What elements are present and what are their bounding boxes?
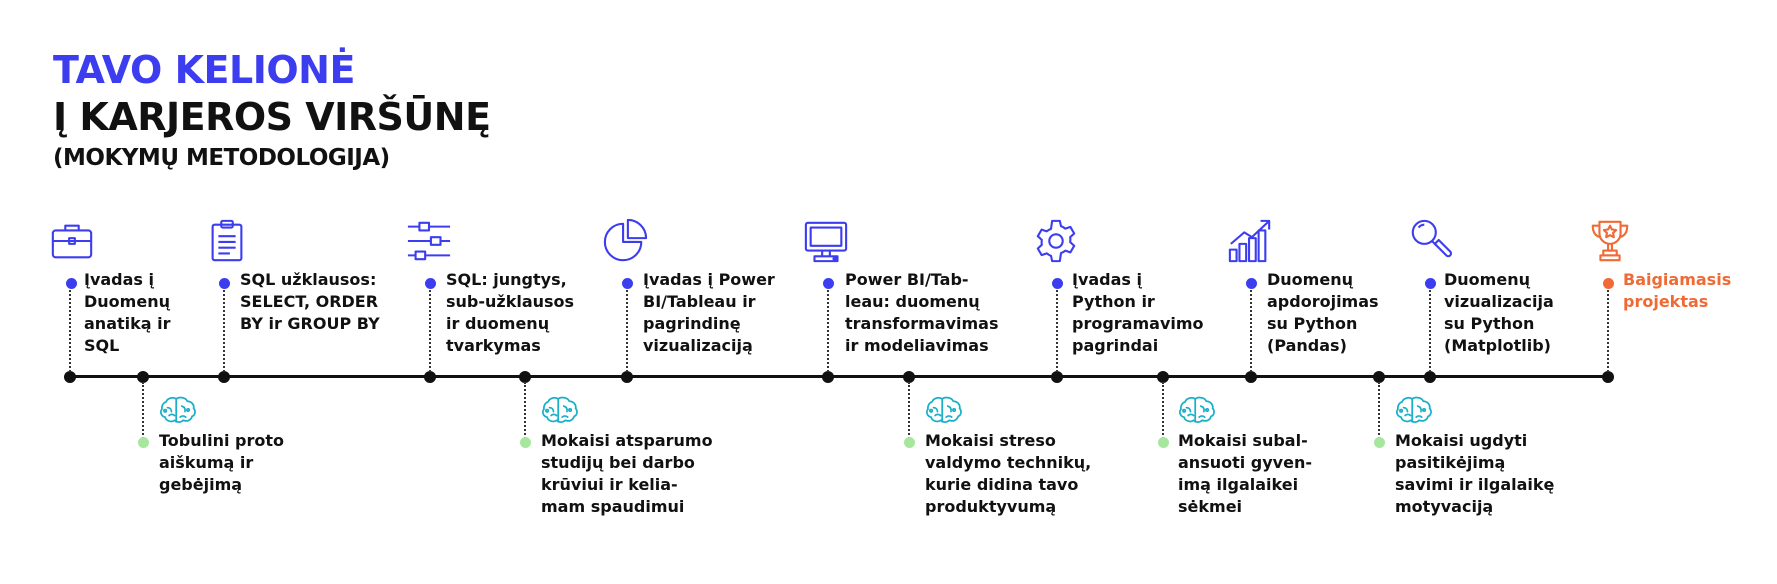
step-connector — [69, 290, 71, 372]
skill-connector — [1162, 382, 1164, 439]
timeline-node — [519, 371, 531, 383]
sliders-icon — [406, 218, 452, 264]
timeline-node — [1373, 371, 1385, 383]
step-label: Duomenų vizualizacija su Python (Matplot… — [1444, 270, 1554, 355]
magnifier-icon — [1408, 218, 1454, 264]
skill-bullet — [520, 437, 531, 448]
clipboard-icon — [204, 218, 250, 264]
step-connector — [223, 290, 225, 372]
trophy-icon — [1587, 218, 1633, 264]
title-line-1: TAVO KELIONĖ — [53, 48, 355, 92]
skill-label: Mokaisi streso valdymo technikų, kurie d… — [925, 431, 1092, 516]
timeline-node — [1602, 371, 1614, 383]
brain-icon — [1394, 394, 1432, 426]
step-bullet — [1052, 278, 1063, 289]
step-bullet — [219, 278, 230, 289]
step-connector — [1607, 290, 1609, 372]
step-connector — [429, 290, 431, 372]
skill-label: Mokaisi atsparumo studijų bei darbo krūv… — [541, 431, 713, 516]
step-bullet — [66, 278, 77, 289]
step-bullet — [425, 278, 436, 289]
gear-icon — [1033, 218, 1079, 264]
timeline-node — [903, 371, 915, 383]
brain-icon — [158, 394, 196, 426]
title-line-2: Į KARJEROS VIRŠŪNĘ — [53, 95, 491, 139]
skill-connector — [524, 382, 526, 439]
timeline-node — [1157, 371, 1169, 383]
timeline-node — [218, 371, 230, 383]
timeline-node — [621, 371, 633, 383]
step-label: Įvadas į Python ir programavimo pagrinda… — [1072, 270, 1204, 355]
final-step-bullet — [1603, 278, 1614, 289]
skill-label: Tobulini proto aiškumą ir gebėjimą — [159, 431, 285, 494]
monitor-icon — [803, 218, 849, 264]
skill-label: Mokaisi subal- ansuoti gyven- imą ilgala… — [1178, 431, 1312, 516]
step-connector — [1429, 290, 1431, 372]
timeline-node — [64, 371, 76, 383]
timeline-line — [70, 375, 1608, 378]
pie-chart-icon — [602, 218, 648, 264]
growth-chart-icon — [1227, 218, 1273, 264]
skill-bullet — [904, 437, 915, 448]
step-bullet — [622, 278, 633, 289]
skill-connector — [142, 382, 144, 439]
step-connector — [827, 290, 829, 372]
final-step-label: Baigiamasis projektas — [1623, 270, 1732, 311]
step-bullet — [1246, 278, 1257, 289]
step-label: Įvadas į Duomenų anatiką ir SQL — [84, 270, 171, 355]
brain-icon — [924, 394, 962, 426]
timeline-node — [1424, 371, 1436, 383]
timeline-node — [137, 371, 149, 383]
step-label: Power BI/Tab- leau: duomenų transformavi… — [845, 270, 999, 355]
skill-bullet — [138, 437, 149, 448]
brain-icon — [1177, 394, 1215, 426]
brain-icon — [540, 394, 578, 426]
step-connector — [1250, 290, 1252, 372]
step-label: Įvadas į Power BI/Tableau ir pagrindinę … — [643, 270, 775, 355]
step-label: Duomenų apdorojimas su Python (Pandas) — [1267, 270, 1379, 355]
briefcase-icon — [49, 218, 95, 264]
timeline-node — [424, 371, 436, 383]
skill-connector — [908, 382, 910, 439]
step-bullet — [823, 278, 834, 289]
step-label: SQL: jungtys, sub-užklausos ir duomenų t… — [446, 270, 575, 355]
skill-bullet — [1158, 437, 1169, 448]
step-label: SQL užklausos: SELECT, ORDER BY ir GROUP… — [240, 270, 380, 333]
skill-label: Mokaisi ugdyti pasitikėjimą savimi ir il… — [1395, 431, 1555, 516]
skill-bullet — [1374, 437, 1385, 448]
step-connector — [1056, 290, 1058, 372]
timeline-node — [822, 371, 834, 383]
timeline-node — [1245, 371, 1257, 383]
step-connector — [626, 290, 628, 372]
timeline-node — [1051, 371, 1063, 383]
skill-connector — [1378, 382, 1380, 439]
step-bullet — [1425, 278, 1436, 289]
title-line-3: (MOKYMŲ METODOLOGIJA) — [53, 145, 390, 171]
